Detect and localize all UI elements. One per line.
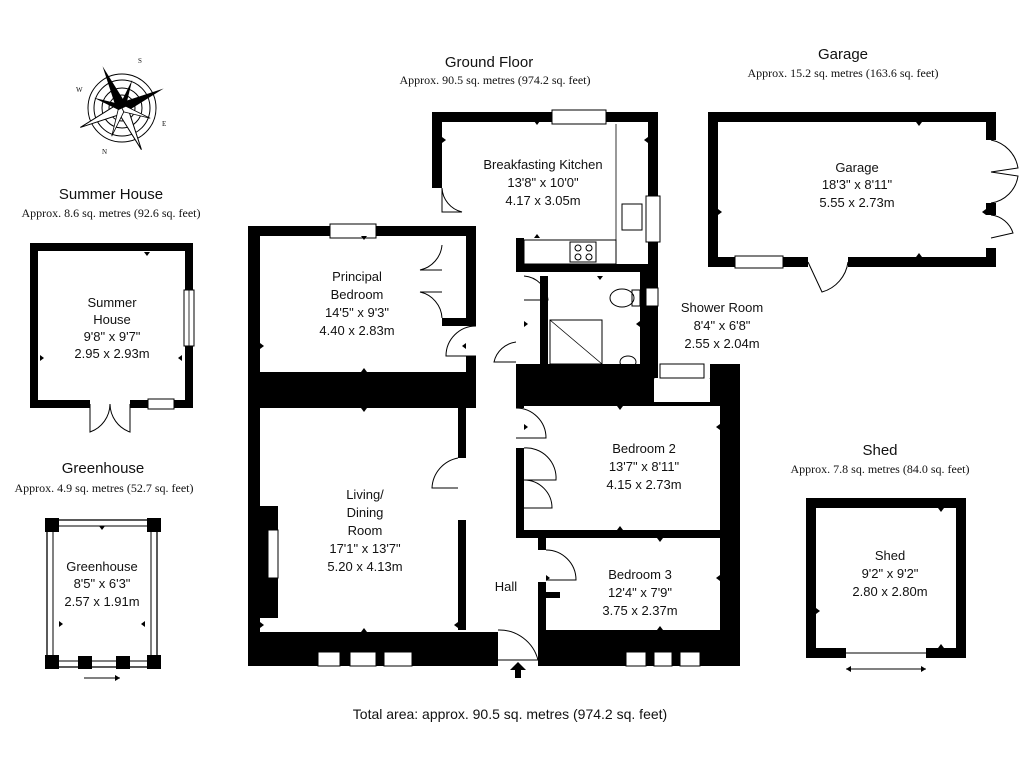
- svg-text:Shed: Shed: [875, 548, 905, 563]
- svg-text:2.95 x 2.93m: 2.95 x 2.93m: [74, 346, 149, 361]
- shed-title: Shed: [862, 442, 897, 459]
- svg-text:Greenhouse: Greenhouse: [66, 559, 138, 574]
- svg-text:Shower Room: Shower Room: [681, 300, 763, 315]
- shed-area: Approx. 7.8 sq. metres (84.0 sq. feet): [791, 462, 970, 476]
- summer-house-area: Approx. 8.6 sq. metres (92.6 sq. feet): [22, 206, 201, 220]
- svg-text:Bedroom 3: Bedroom 3: [608, 567, 672, 582]
- compass-s-label: S: [138, 57, 142, 65]
- living-room-label: Living/ Dining Room 17'1" x 13'7" 5.20 x…: [327, 487, 402, 574]
- svg-text:14'5" x 9'3": 14'5" x 9'3": [325, 305, 389, 320]
- svg-text:4.40 x 2.83m: 4.40 x 2.83m: [319, 323, 394, 338]
- greenhouse-label: Greenhouse 8'5" x 6'3" 2.57 x 1.91m: [64, 559, 139, 609]
- compass-w-label: W: [76, 86, 83, 94]
- compass-rose-icon: S N W E: [76, 57, 166, 156]
- shower-room-label: Shower Room 8'4" x 6'8" 2.55 x 2.04m: [681, 300, 763, 351]
- garage-title: Garage: [818, 46, 868, 63]
- svg-text:17'1" x 13'7": 17'1" x 13'7": [329, 541, 401, 556]
- shed-label: Shed 9'2" x 9'2" 2.80 x 2.80m: [852, 548, 927, 599]
- ground-floor-title: Ground Floor: [445, 54, 533, 71]
- svg-text:5.55 x 2.73m: 5.55 x 2.73m: [819, 195, 894, 210]
- svg-text:House: House: [93, 312, 131, 327]
- svg-text:13'7" x 8'11": 13'7" x 8'11": [609, 459, 680, 474]
- svg-text:Bedroom 2: Bedroom 2: [612, 441, 676, 456]
- garage-building: [708, 112, 1019, 293]
- svg-text:4.17 x 3.05m: 4.17 x 3.05m: [505, 193, 580, 208]
- greenhouse-area: Approx. 4.9 sq. metres (52.7 sq. feet): [15, 481, 194, 495]
- bedroom2-label: Bedroom 2 13'7" x 8'11" 4.15 x 2.73m: [606, 441, 681, 492]
- svg-text:2.55 x 2.04m: 2.55 x 2.04m: [684, 336, 759, 351]
- svg-text:4.15 x 2.73m: 4.15 x 2.73m: [606, 477, 681, 492]
- svg-text:Garage: Garage: [835, 160, 878, 175]
- svg-text:8'5" x 6'3": 8'5" x 6'3": [74, 576, 131, 591]
- svg-text:Principal: Principal: [332, 269, 382, 284]
- summer-house-title: Summer House: [59, 186, 163, 203]
- svg-text:13'8" x 10'0": 13'8" x 10'0": [507, 175, 579, 190]
- total-area: Total area: approx. 90.5 sq. metres (974…: [353, 706, 667, 722]
- house-windows: [317, 109, 725, 667]
- svg-text:9'8" x 9'7": 9'8" x 9'7": [84, 329, 141, 344]
- kitchen-label: Breakfasting Kitchen 13'8" x 10'0" 4.17 …: [483, 157, 602, 208]
- svg-text:Breakfasting Kitchen: Breakfasting Kitchen: [483, 157, 602, 172]
- summer-house-label: Summer House 9'8" x 9'7" 2.95 x 2.93m: [74, 295, 149, 361]
- svg-text:Room: Room: [348, 523, 383, 538]
- svg-text:9'2" x 9'2": 9'2" x 9'2": [862, 566, 919, 581]
- greenhouse-title: Greenhouse: [62, 460, 145, 477]
- summer-house-building: [30, 243, 195, 433]
- svg-text:18'3" x 8'11": 18'3" x 8'11": [822, 177, 893, 192]
- compass-e-label: E: [162, 120, 166, 128]
- svg-text:Bedroom: Bedroom: [331, 287, 384, 302]
- principal-bedroom-label: Principal Bedroom 14'5" x 9'3" 4.40 x 2.…: [319, 269, 394, 338]
- garage-area: Approx. 15.2 sq. metres (163.6 sq. feet): [748, 66, 939, 80]
- svg-text:8'4" x 6'8": 8'4" x 6'8": [694, 318, 751, 333]
- svg-text:Dining: Dining: [347, 505, 384, 520]
- hall-label: Hall: [495, 579, 518, 594]
- svg-text:2.80 x 2.80m: 2.80 x 2.80m: [852, 584, 927, 599]
- compass-n-label: N: [102, 148, 107, 156]
- dimension-markers: [260, 121, 720, 632]
- bedroom3-label: Bedroom 3 12'4" x 7'9" 3.75 x 2.37m: [602, 567, 677, 618]
- house-walls: [248, 112, 740, 666]
- svg-text:Living/: Living/: [346, 487, 384, 502]
- house-doors: [419, 187, 577, 678]
- ground-floor-area: Approx. 90.5 sq. metres (974.2 sq. feet): [400, 73, 591, 87]
- svg-text:3.75 x 2.37m: 3.75 x 2.37m: [602, 603, 677, 618]
- garage-label: Garage 18'3" x 8'11" 5.55 x 2.73m: [819, 160, 894, 210]
- svg-text:12'4" x 7'9": 12'4" x 7'9": [608, 585, 672, 600]
- shed-building: [806, 498, 966, 672]
- svg-text:Summer: Summer: [87, 295, 137, 310]
- greenhouse-building: [45, 518, 161, 681]
- svg-text:2.57 x 1.91m: 2.57 x 1.91m: [64, 594, 139, 609]
- svg-text:5.20 x 4.13m: 5.20 x 4.13m: [327, 559, 402, 574]
